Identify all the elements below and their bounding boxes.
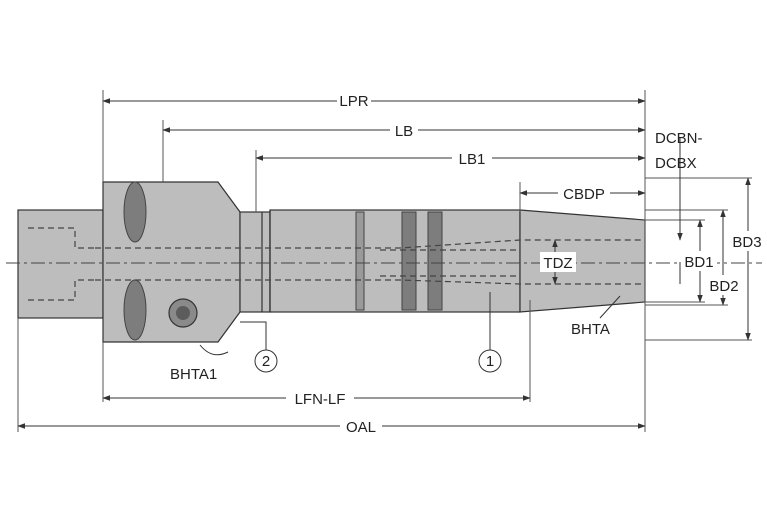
flange-hole-inner	[176, 306, 190, 320]
shank-hidden-profile	[28, 227, 95, 301]
neck	[239, 211, 271, 313]
knurl-ring-2	[427, 211, 443, 311]
leader-bhta1	[199, 344, 229, 356]
extension-lines	[17, 90, 752, 432]
label-tdz: TDZ	[543, 255, 572, 272]
label-dcbx: DCBX	[655, 155, 697, 172]
label-bd2: BD2	[709, 278, 738, 295]
callout-1-circle	[478, 349, 502, 373]
label-lfn-lf: LFN-LF	[295, 391, 346, 408]
screw-hidden	[380, 249, 520, 277]
callout-2-circle	[254, 349, 278, 373]
flange-slot-bottom	[123, 279, 147, 341]
dimension-labels: LPR LB LB1 DCBN- DCBX CBDP TDZ BD1 BD2 B…	[170, 90, 766, 436]
label-oal: OAL	[346, 419, 376, 436]
callout-2-label: 2	[262, 353, 270, 370]
ring-groove	[355, 211, 365, 311]
callout-1-label: 1	[486, 353, 494, 370]
label-lb: LB	[395, 123, 413, 140]
bore-hidden-line-top	[95, 239, 645, 249]
label-lb1: LB1	[459, 151, 486, 168]
label-dcbn: DCBN-	[655, 130, 703, 147]
label-bhta1: BHTA1	[170, 366, 217, 383]
knurl-ring-1	[401, 211, 417, 311]
label-bhta: BHTA	[571, 321, 610, 338]
nose-taper	[519, 209, 646, 313]
main-body	[269, 209, 521, 313]
label-bd1: BD1	[684, 254, 713, 271]
bore-hidden-line-bottom	[95, 279, 645, 285]
shank	[17, 209, 104, 319]
flange-slot-top	[123, 181, 147, 243]
label-lpr: LPR	[339, 93, 368, 110]
label-cbdp: CBDP	[563, 186, 605, 203]
tool-body	[6, 181, 762, 343]
label-bd3: BD3	[732, 234, 761, 251]
leader-callout-2	[240, 321, 267, 350]
leader-bhta	[599, 295, 621, 319]
